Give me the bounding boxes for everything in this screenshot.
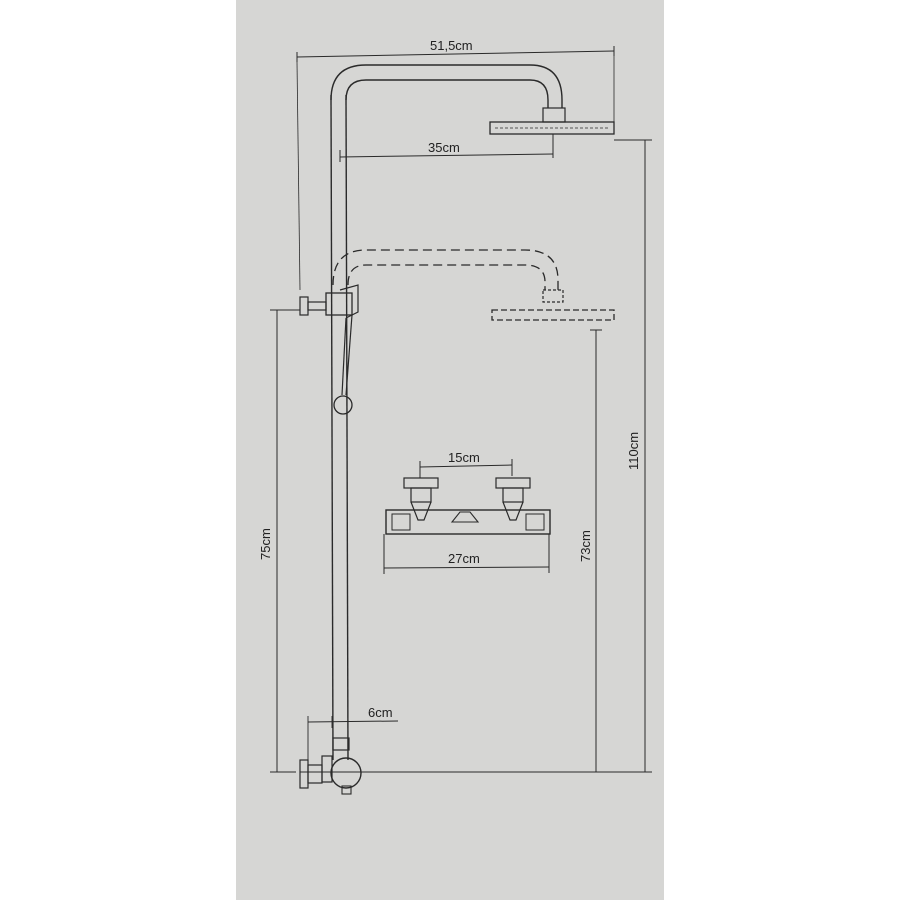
bottom-connection <box>299 737 362 795</box>
label-wall-offset: 6cm <box>368 705 393 720</box>
shower-arm-lower-dashed <box>332 249 615 321</box>
dimension-total-width: 51,5cm <box>296 38 615 291</box>
label-arm-length: 35cm <box>428 140 460 155</box>
label-total-width: 51,5cm <box>430 38 473 53</box>
dimension-rail-height: 75cm <box>258 309 300 773</box>
label-min-height: 73cm <box>578 530 593 562</box>
shower-arm-upper <box>330 64 615 135</box>
shower-riser <box>330 94 349 761</box>
paper-sheet <box>236 0 664 900</box>
label-rail-height: 75cm <box>258 528 273 560</box>
dimension-arm-length: 35cm <box>339 134 554 162</box>
dimension-max-height: 110cm <box>614 139 652 772</box>
hand-shower-holder <box>299 284 359 415</box>
dimension-min-height: 73cm <box>578 329 602 772</box>
dimension-wall-offset: 6cm <box>307 705 399 760</box>
label-max-height: 110cm <box>626 432 641 470</box>
label-thermostat-width: 27cm <box>448 551 480 566</box>
thermostat-detail: 15cm 27cm <box>383 450 551 574</box>
label-valve-spacing: 15cm <box>448 450 480 465</box>
